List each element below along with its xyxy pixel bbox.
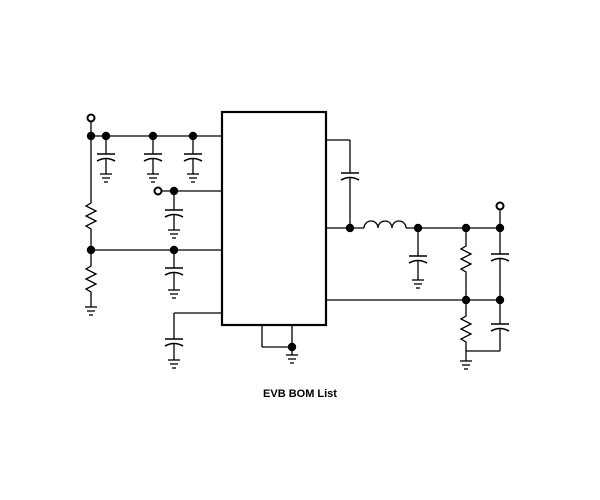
left-resistor-top xyxy=(84,202,98,250)
input-capacitor-3 xyxy=(183,136,203,183)
diagram-caption: EVB BOM List xyxy=(263,388,337,400)
input-capacitor-2 xyxy=(143,136,163,183)
input-capacitor-1 xyxy=(96,136,116,183)
left-ground xyxy=(85,306,97,316)
enable-terminal xyxy=(153,186,163,196)
junction-dots xyxy=(86,131,505,352)
inductor xyxy=(363,220,407,229)
ic-body xyxy=(220,110,328,327)
bootstrap-capacitor xyxy=(326,139,360,228)
feedback-resistor-bottom xyxy=(459,300,473,361)
output-terminal xyxy=(495,201,505,211)
enable-line xyxy=(162,190,222,239)
input-terminal xyxy=(86,113,96,123)
left-resistor-bottom xyxy=(84,250,98,307)
feedforward-capacitor xyxy=(490,228,510,300)
output-capacitor-1 xyxy=(408,228,428,289)
divider-line xyxy=(91,249,222,299)
feedback-ground xyxy=(460,360,472,370)
soft-start-capacitor xyxy=(164,312,222,369)
feedback-resistor-top xyxy=(459,228,473,300)
output-capacitor-2 xyxy=(466,300,510,352)
